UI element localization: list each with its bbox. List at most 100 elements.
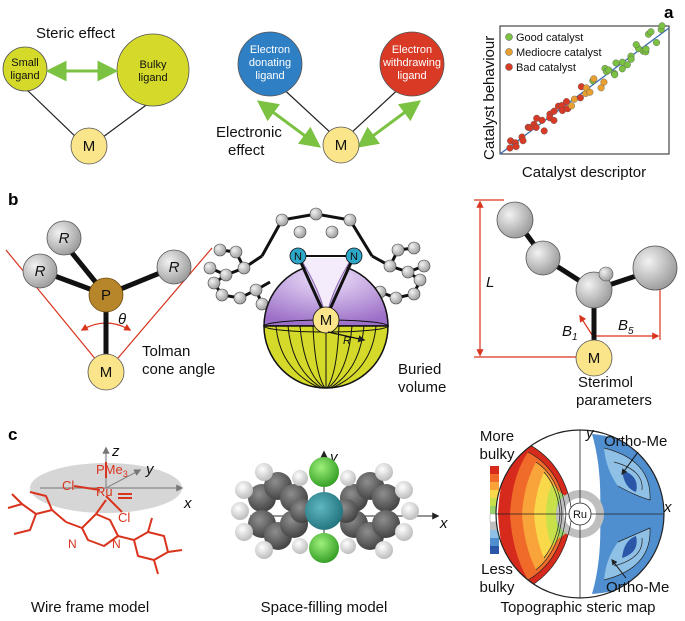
donating-label-3: ligand	[255, 70, 284, 82]
legend-swatch-mediocre	[505, 48, 513, 56]
r-group-1	[46, 220, 82, 256]
withdrawing-arrow	[356, 100, 422, 148]
scatter-point	[540, 127, 548, 135]
more-bulky-label-2: bulky	[479, 446, 515, 463]
sterimol-B5-label: B5	[618, 317, 634, 337]
n-label-2: N	[112, 537, 121, 551]
cl-label-1: Cl	[62, 478, 74, 493]
less-bulky-label-2: bulky	[479, 579, 515, 596]
ru-label-map: Ru	[573, 509, 587, 521]
wire-frame-model: z y x PMe3 Ru Cl Cl N N Wire frame model	[7, 443, 192, 616]
plot-x-axis-label: Catalyst descriptor	[522, 164, 646, 181]
scatter-point	[568, 102, 576, 110]
sterimol-ball-3	[632, 245, 678, 291]
buried-volume-label-2: volume	[398, 379, 446, 396]
scatter-point	[597, 84, 605, 92]
legend-good-label: Good catalyst	[516, 32, 583, 44]
panel-label-b: b	[8, 190, 18, 209]
steric-effect-diagram: Steric effect Small ligand Bulky ligand …	[2, 25, 190, 165]
scatter-point	[586, 88, 594, 96]
ortho-me-label-top: Ortho-Me	[604, 433, 667, 450]
withdrawing-label-2: withdrawing	[382, 57, 441, 69]
metal-label-b2: M	[320, 312, 333, 329]
small-ligand-circle	[2, 46, 48, 92]
bulky-ligand-label-1: Bulky	[140, 59, 167, 71]
space-axis-y: y	[329, 449, 339, 466]
theta-symbol: θ	[118, 311, 126, 328]
phosphorus-atom	[88, 277, 124, 313]
scatter-point	[627, 55, 635, 63]
scatter-point	[611, 71, 619, 79]
space-axis-x: x	[439, 515, 448, 532]
nitrogen-atom-1	[289, 247, 307, 265]
scatter-point	[538, 116, 546, 124]
scatter-point	[512, 143, 520, 151]
topographic-steric-map: More bulky Less bulky	[479, 425, 672, 616]
ortho-me-label-bottom: Ortho-Me	[606, 579, 669, 596]
sterimol-label-1: Sterimol	[578, 374, 633, 391]
small-ligand-label-1: Small	[11, 57, 39, 69]
scatter-point	[600, 78, 608, 86]
metal-label-b3: M	[588, 350, 601, 367]
map-axis-y: y	[585, 425, 595, 442]
scatter-point	[519, 137, 527, 145]
pme3-label: PMe3	[96, 462, 128, 479]
electronic-effect-diagram: Electron donating ligand Electron withdr…	[216, 31, 445, 164]
legend-mediocre-label: Mediocre catalyst	[516, 47, 602, 59]
electronic-effect-label-2: effect	[228, 142, 265, 159]
legend-bad-label: Bad catalyst	[516, 62, 576, 74]
legend-swatch-bad	[505, 63, 513, 71]
r-group-2	[22, 253, 58, 289]
steric-effect-title: Steric effect	[36, 25, 116, 42]
scatter-point	[623, 61, 631, 69]
sterimol-B1-label: B1	[562, 323, 578, 343]
scatter-point	[632, 41, 640, 49]
wire-axis-x: x	[183, 495, 192, 512]
buried-volume-label-1: Buried	[398, 361, 441, 378]
scatter-point	[550, 116, 558, 124]
scatter-point	[653, 39, 661, 47]
r-group-3	[156, 249, 192, 285]
less-bulky-label-1: Less	[481, 561, 513, 578]
metal-circle-a1	[70, 127, 108, 165]
withdrawing-label-3: ligand	[397, 70, 426, 82]
map-axis-x: x	[663, 499, 672, 516]
scatter-point	[550, 107, 558, 115]
ru-label-wire: Ru	[96, 484, 113, 499]
caption-wire-frame: Wire frame model	[31, 599, 149, 616]
r-label-2: R	[35, 263, 46, 280]
scatter-point	[647, 28, 655, 36]
scatter-point	[532, 123, 540, 131]
caption-topographic: Topographic steric map	[500, 599, 655, 616]
scatter-point	[563, 98, 571, 106]
donating-ligand-circle	[237, 31, 303, 97]
donating-arrow	[256, 100, 322, 148]
wire-axis-y: y	[145, 461, 155, 478]
nitrogen-atom-2	[345, 247, 363, 265]
scatter-point	[612, 59, 620, 67]
metal-label-a2: M	[335, 137, 348, 154]
metal-circle-a2	[322, 126, 360, 164]
nitrogen-label-2: N	[350, 251, 358, 263]
r-label-1: R	[59, 230, 70, 247]
metal-label-a1: M	[83, 138, 96, 155]
metal-circle-b3	[575, 339, 613, 377]
nitrogen-label-1: N	[294, 251, 302, 263]
r-label-3: R	[169, 259, 180, 276]
scatter-point	[658, 22, 666, 30]
buried-volume-diagram: N N M R Buried volume	[203, 207, 446, 396]
cl-label-2: Cl	[118, 510, 130, 525]
space-filling-model: y x Space-filling model	[231, 449, 448, 616]
legend-swatch-good	[505, 33, 513, 41]
tolman-label-2: cone angle	[142, 361, 215, 378]
scatter-point	[570, 95, 578, 103]
plot-y-axis-label: Catalyst behaviour	[481, 36, 498, 160]
space-atoms	[231, 457, 419, 563]
scatter-point	[576, 94, 584, 102]
caption-space-filling: Space-filling model	[261, 599, 388, 616]
scatter-point	[590, 75, 598, 83]
withdrawing-ligand-circle	[379, 31, 445, 97]
color-scale-bar	[489, 466, 500, 554]
tolman-label-1: Tolman	[142, 343, 190, 360]
scatter-point	[642, 45, 650, 53]
